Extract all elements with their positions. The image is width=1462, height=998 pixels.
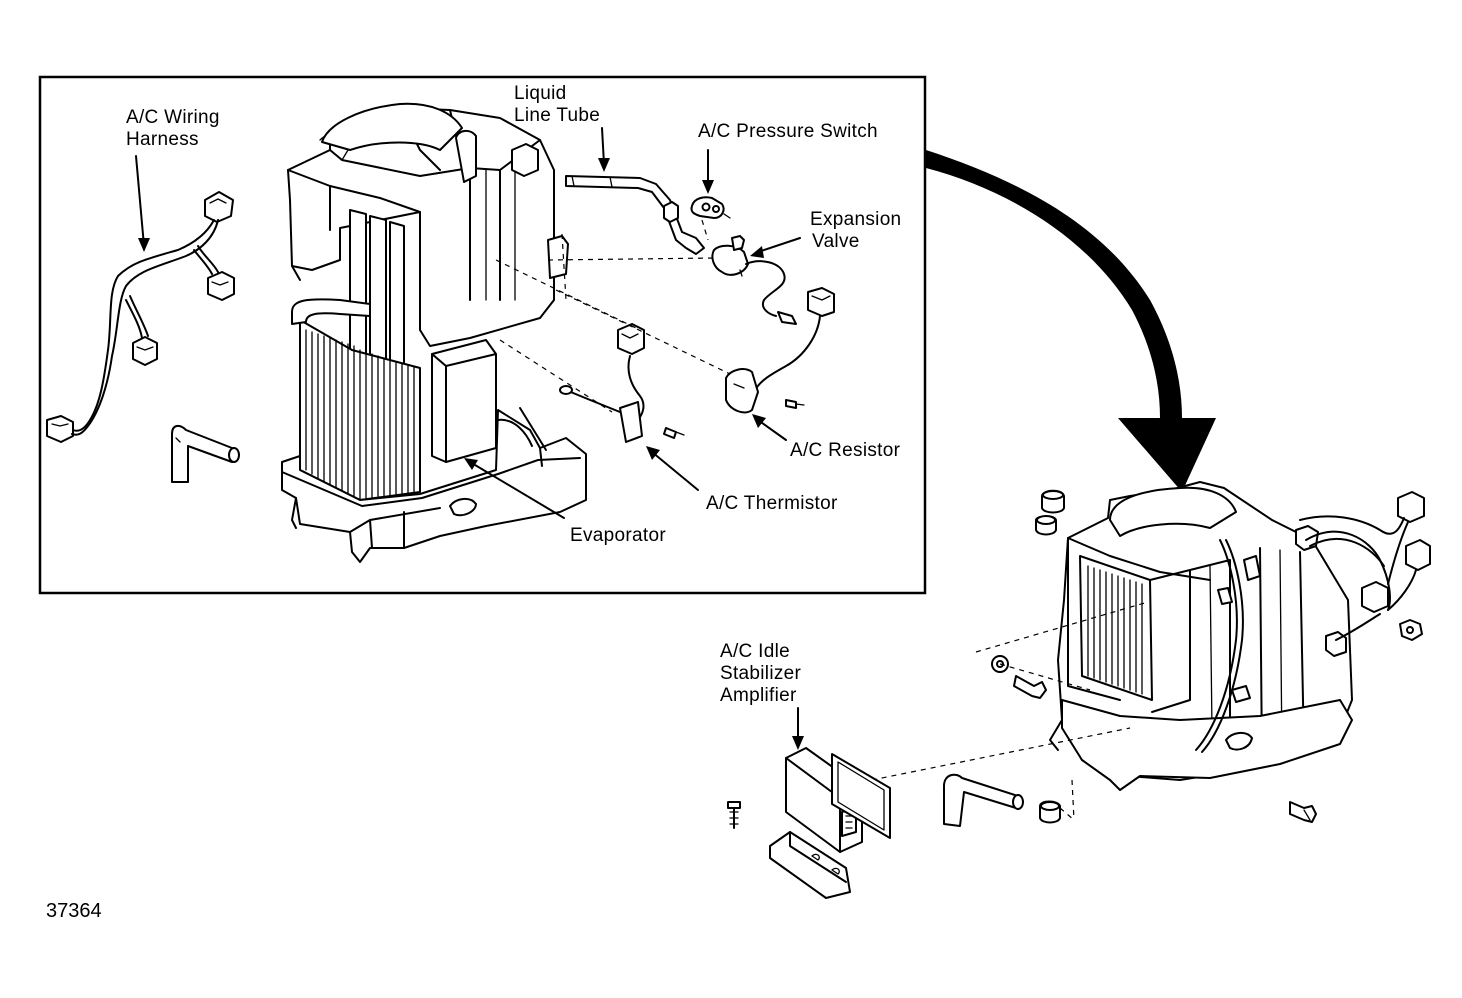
expansion-valve-drawing xyxy=(711,235,797,325)
label-pressure-switch: A/C Pressure Switch xyxy=(698,121,878,142)
detail-inset-frame xyxy=(38,75,927,595)
idle-stabilizer-amplifier-drawing xyxy=(769,747,891,899)
label-wiring-harness-line1: A/C Wiring xyxy=(126,107,220,128)
drain-hose-drawing xyxy=(171,424,240,483)
figure-number: 37364 xyxy=(46,900,102,922)
evaporator-housing-drawing xyxy=(281,102,587,563)
liquid-line-tube-drawing xyxy=(565,175,705,255)
label-wiring-harness: A/C Wiring Harness xyxy=(126,107,220,151)
label-liquid-line-tube-line1: Liquid xyxy=(514,83,567,104)
wiring-harness-drawing xyxy=(46,191,235,443)
label-liquid-line-tube-line2: Line Tube xyxy=(514,105,601,126)
label-expansion-valve-line1: Expansion xyxy=(810,209,902,230)
label-wiring-harness-line2: Harness xyxy=(126,129,199,150)
label-liquid-line-tube: Liquid Line Tube xyxy=(514,83,600,127)
label-resistor: A/C Resistor xyxy=(790,440,901,461)
label-expansion-valve: Expansion Valve xyxy=(810,209,901,253)
label-idle-stabilizer-amplifier: A/C Idle Stabilizer Amplifier xyxy=(720,641,801,707)
label-expansion-valve-line2: Valve xyxy=(812,231,860,252)
label-evaporator: Evaporator xyxy=(570,525,666,546)
label-thermistor: A/C Thermistor xyxy=(706,493,838,514)
evaporator-assembly-drawing xyxy=(1049,481,1431,791)
label-amplifier-line3: Amplifier xyxy=(720,685,797,706)
label-amplifier-line2: Stabilizer xyxy=(720,663,802,684)
thermistor-drawing xyxy=(559,323,685,443)
transition-arrow xyxy=(926,150,1216,492)
pressure-switch-drawing xyxy=(690,196,731,219)
resistor-drawing xyxy=(725,287,835,414)
label-amplifier-line1: A/C Idle xyxy=(720,641,790,662)
